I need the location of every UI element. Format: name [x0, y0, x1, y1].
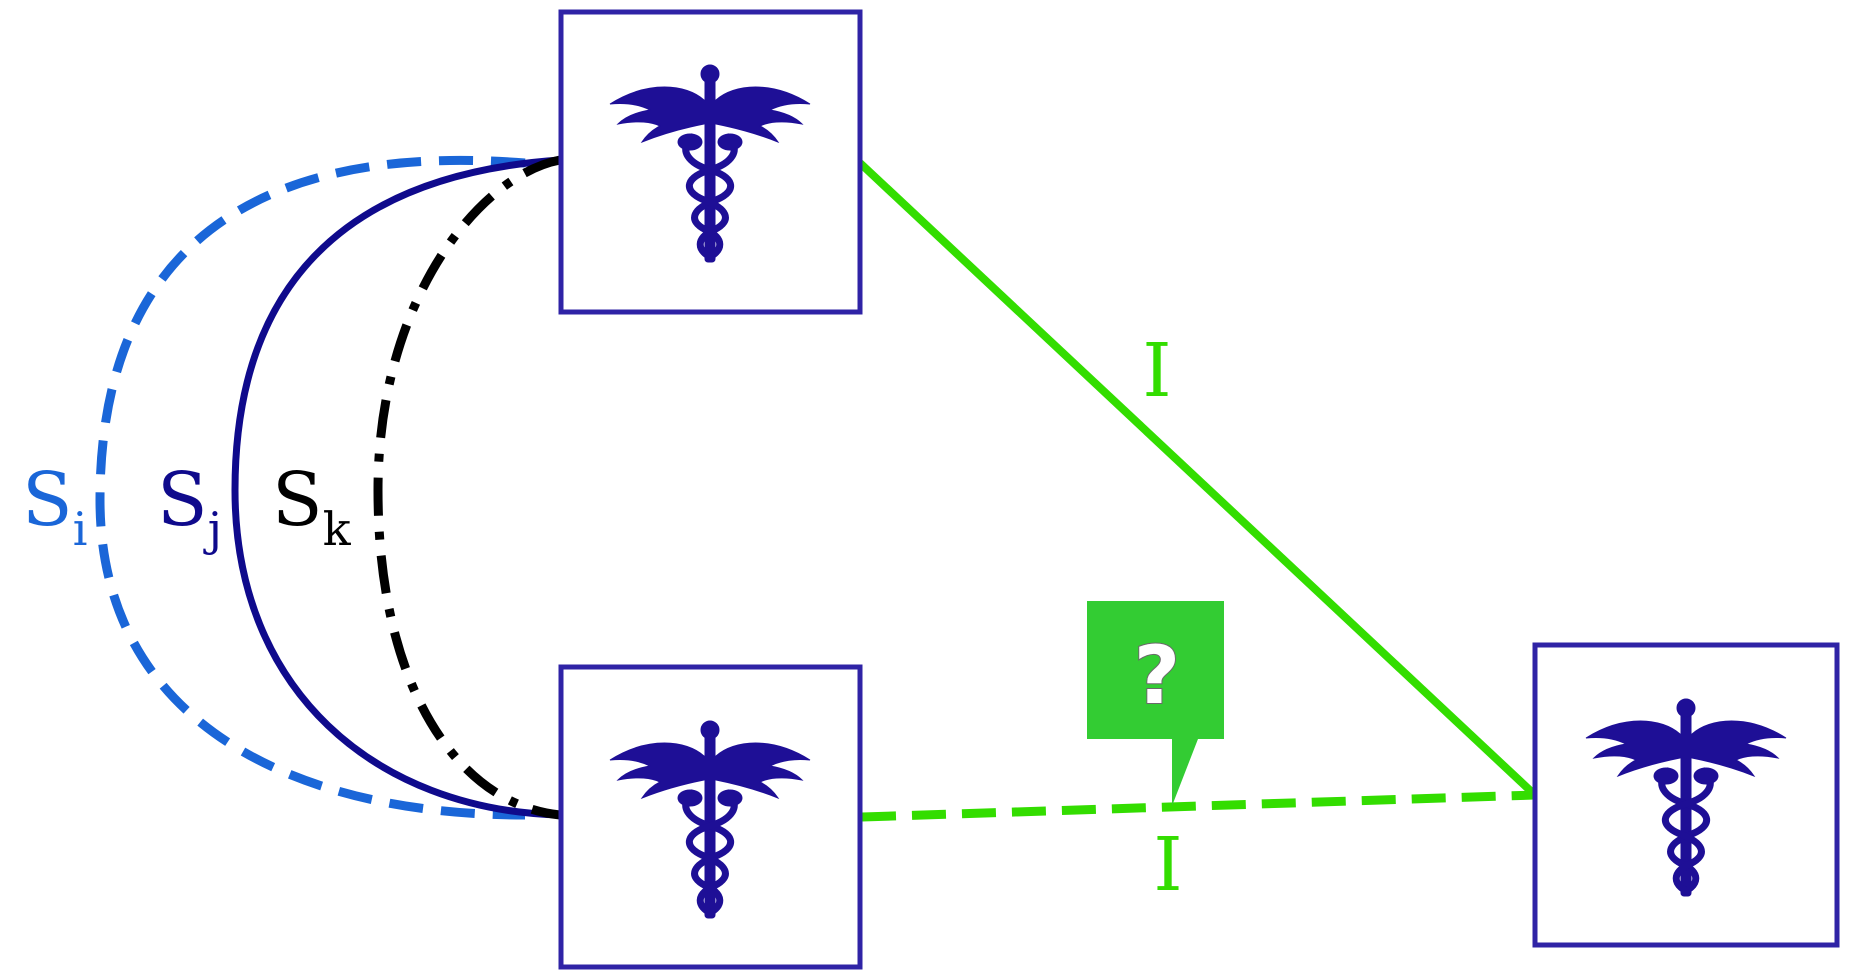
label-s-i: Si — [22, 457, 87, 556]
drug-node-right — [1532, 642, 1840, 948]
label-interaction-bottom: I — [1153, 822, 1182, 908]
label-s-k-base: S — [272, 457, 323, 543]
edge-s-i — [95, 155, 526, 820]
question-mark: ? — [1134, 629, 1180, 722]
label-s-k-sub: k — [323, 502, 352, 556]
edge-s-j — [231, 156, 561, 819]
label-s-i-sub: i — [73, 502, 88, 556]
label-s-j-sub: j — [203, 502, 222, 556]
drug-node-bottom — [558, 664, 863, 970]
svg-text:Sk: Sk — [272, 457, 352, 556]
label-s-i-base: S — [22, 457, 73, 543]
label-s-k: Sk — [272, 457, 352, 556]
edge-s-k — [373, 155, 561, 820]
drug-node-top — [558, 9, 863, 315]
unknown-interaction-callout: ? — [1087, 601, 1224, 806]
edge-interaction-unknown — [861, 790, 1536, 822]
label-interaction-top: I — [1142, 328, 1171, 414]
label-s-j: Sj — [157, 457, 222, 556]
edge-interaction-known — [857, 160, 1538, 798]
svg-text:Sj: Sj — [157, 457, 222, 556]
label-s-j-base: S — [157, 457, 208, 543]
svg-text:Si: Si — [22, 457, 87, 556]
